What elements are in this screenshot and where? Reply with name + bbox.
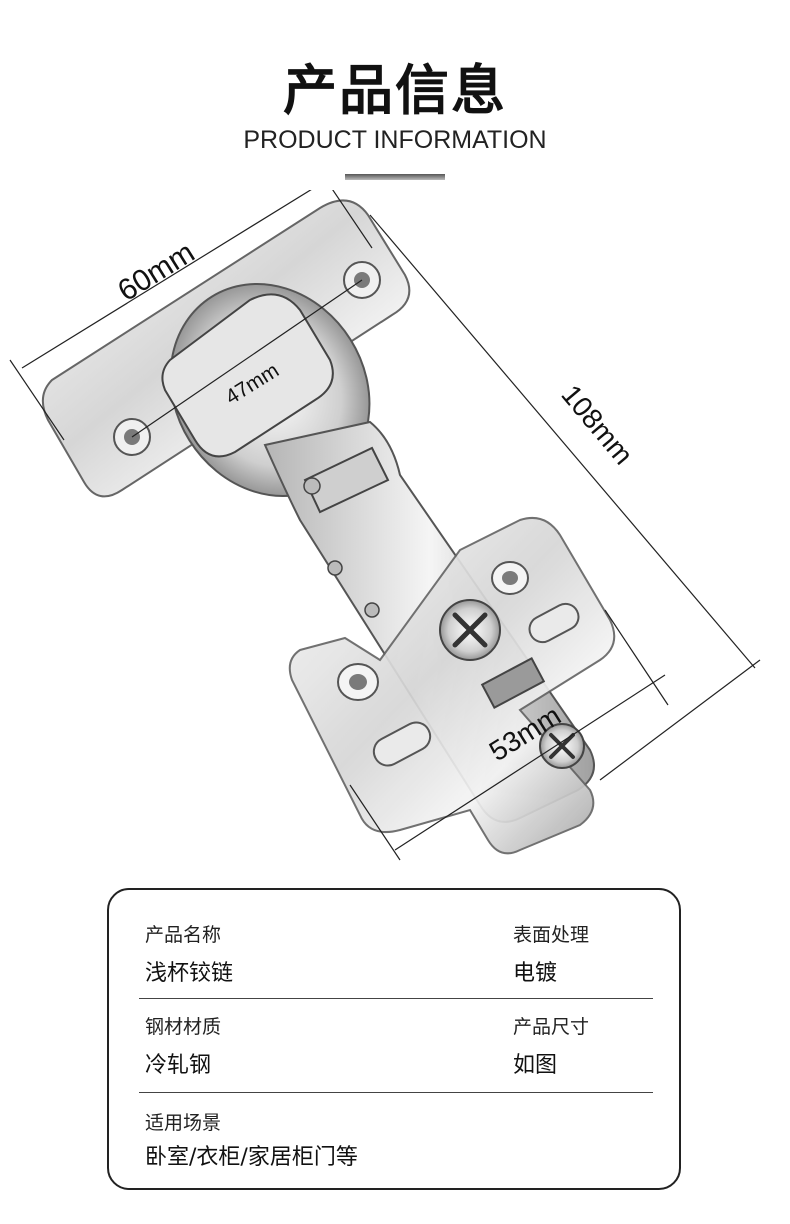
spec-row: 产品名称 浅杯铰链 表面处理 电镀 (139, 920, 653, 990)
spec-usage: 适用场景 卧室/衣柜/家居柜门等 (145, 1108, 358, 1171)
spec-material: 钢材材质 冷轧钢 (145, 1012, 221, 1079)
page-subtitle: PRODUCT INFORMATION (243, 126, 547, 154)
dimension-length-label: 108mm (555, 379, 639, 470)
spec-label: 表面处理 (513, 924, 590, 946)
spec-label: 产品尺寸 (513, 1016, 590, 1038)
spec-value: 冷轧钢 (145, 1053, 212, 1078)
title-underline (345, 174, 445, 180)
spec-row: 适用场景 卧室/衣柜/家居柜门等 (139, 1108, 653, 1178)
page-title: 产品信息 (283, 59, 507, 122)
spec-product-name: 产品名称 浅杯铰链 (145, 920, 233, 987)
spec-surface: 表面处理 电镀 (513, 920, 589, 987)
dimension-lines (9, 190, 761, 861)
spec-label: 适用场景 (145, 1112, 222, 1134)
spec-label: 钢材材质 (145, 1016, 222, 1038)
adjust-screw (439, 599, 501, 661)
spec-value: 如图 (513, 1053, 558, 1078)
hinge-mount-plate (288, 516, 616, 855)
spec-size: 产品尺寸 如图 (513, 1012, 589, 1079)
spec-value: 浅杯铰链 (145, 961, 234, 986)
divider (139, 998, 653, 999)
hinge-figure: 60mm 47mm 108mm 53mm (9, 190, 761, 861)
divider (139, 1092, 653, 1093)
spec-value: 卧室/衣柜/家居柜门等 (145, 1145, 358, 1170)
spec-row: 钢材材质 冷轧钢 产品尺寸 如图 (139, 1012, 653, 1082)
spec-table: 产品名称 浅杯铰链 表面处理 电镀 钢材材质 冷轧钢 产品尺寸 如图 适用场景 … (107, 888, 681, 1190)
spec-label: 产品名称 (145, 924, 222, 946)
spec-value: 电镀 (513, 961, 558, 986)
